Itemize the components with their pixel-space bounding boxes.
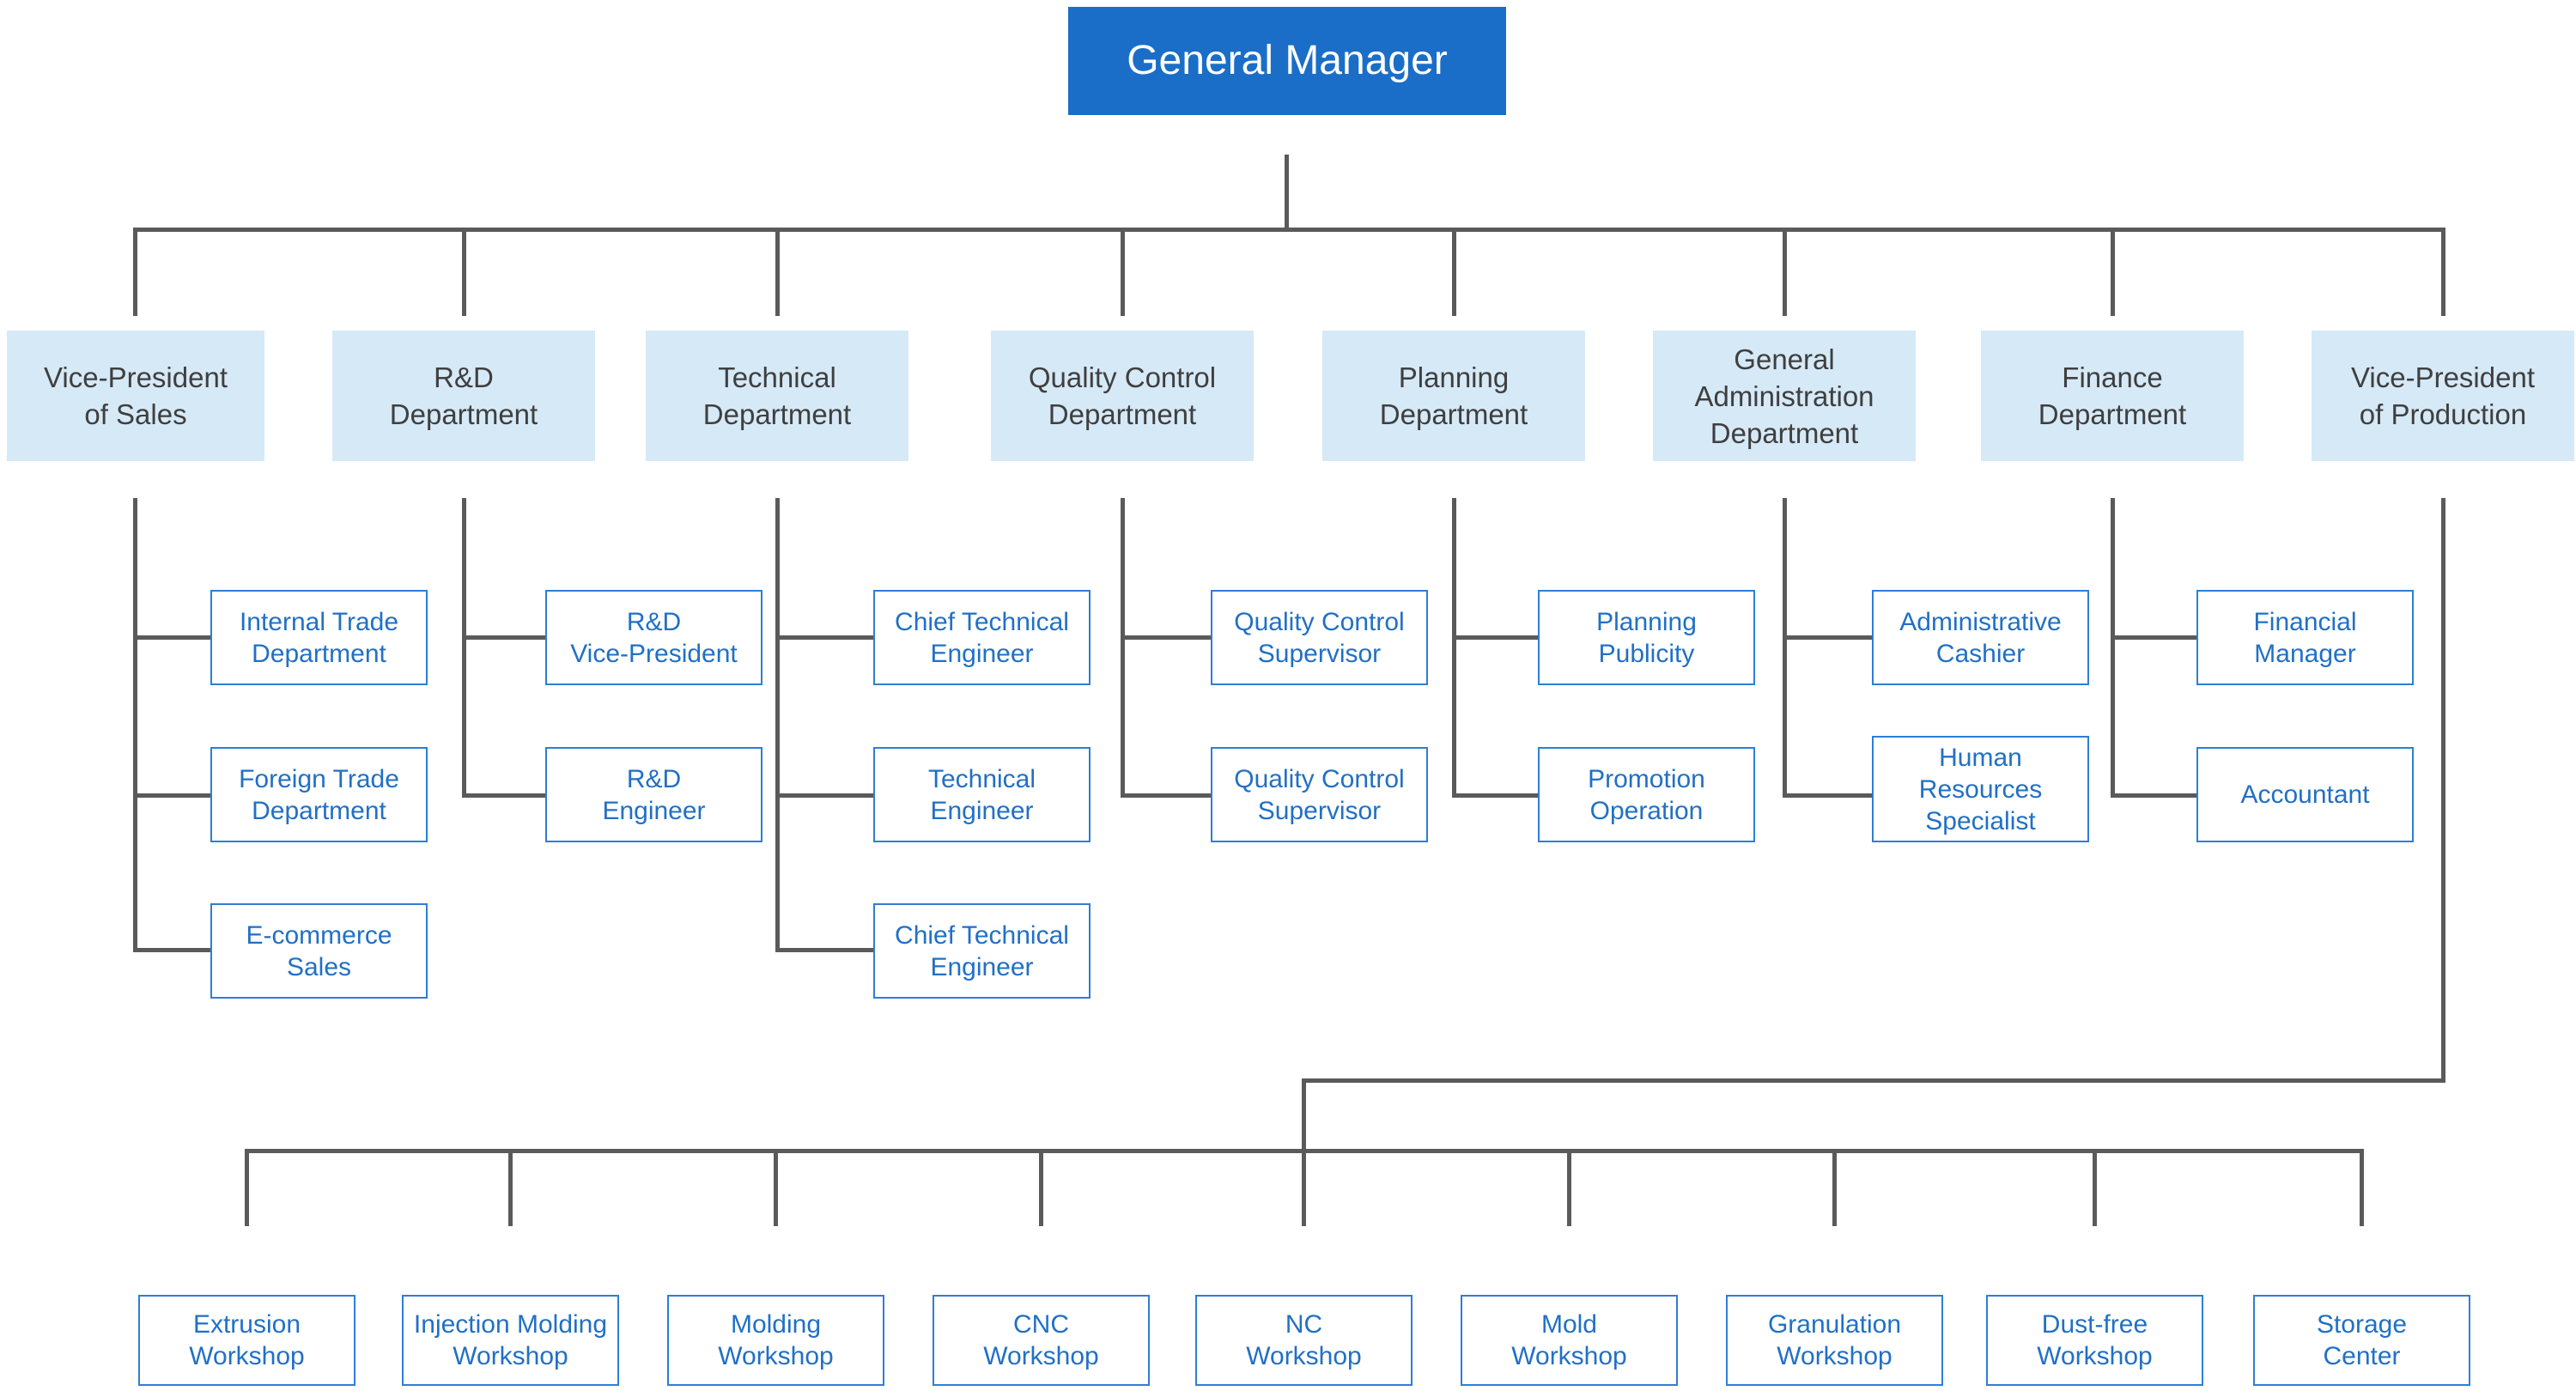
connector-root-drop bbox=[1285, 155, 1289, 229]
connector-col4-vertical bbox=[1121, 498, 1125, 798]
node-cnc-workshop: CNC Workshop bbox=[933, 1295, 1150, 1386]
connector-workshop-drop-3 bbox=[774, 1149, 778, 1226]
connector-workshop-drop-7 bbox=[1832, 1149, 1837, 1226]
node-general-administration-department: General Administration Department bbox=[1653, 331, 1916, 461]
connector-workshop-drop-1 bbox=[245, 1149, 249, 1226]
connector-col2-vertical bbox=[462, 498, 466, 798]
node-nc-workshop: NC Workshop bbox=[1195, 1295, 1413, 1386]
connector-workshop-drop-5 bbox=[1302, 1149, 1306, 1226]
connector-col7-vertical bbox=[2111, 498, 2115, 798]
connector-dept-drop-7 bbox=[2111, 228, 2115, 316]
node-injection-molding-workshop: Injection Molding Workshop bbox=[402, 1295, 619, 1386]
node-vice-president-of-production: Vice-President of Production bbox=[2312, 331, 2574, 461]
node-dust-free-workshop: Dust-free Workshop bbox=[1986, 1295, 2203, 1386]
connector-production-horizontal bbox=[1302, 1078, 2445, 1083]
node-extrusion-workshop: Extrusion Workshop bbox=[138, 1295, 355, 1386]
connector-workshop-drop-9 bbox=[2360, 1149, 2364, 1226]
connector-col3-stub-row2 bbox=[775, 793, 873, 798]
node-chief-technical-engineer-2: Chief Technical Engineer bbox=[873, 903, 1091, 999]
connector-workshop-drop-4 bbox=[1039, 1149, 1043, 1226]
node-technical-engineer: Technical Engineer bbox=[873, 747, 1091, 842]
connector-dept-drop-6 bbox=[1783, 228, 1787, 316]
node-rd-vice-president: R&D Vice-President bbox=[545, 590, 762, 685]
connector-col4-stub-row1 bbox=[1121, 635, 1211, 640]
node-chief-technical-engineer-1: Chief Technical Engineer bbox=[873, 590, 1091, 685]
node-promotion-operation: Promotion Operation bbox=[1538, 747, 1755, 842]
connector-dept-drop-1 bbox=[133, 228, 137, 316]
node-vice-president-of-sales: Vice-President of Sales bbox=[7, 331, 264, 461]
connector-col3-stub-row1 bbox=[775, 635, 873, 640]
connector-production-drop bbox=[1302, 1078, 1306, 1153]
connector-workshop-drop-8 bbox=[2093, 1149, 2097, 1226]
node-financial-manager: Financial Manager bbox=[2196, 590, 2414, 685]
node-technical-department: Technical Department bbox=[646, 331, 908, 461]
node-granulation-workshop: Granulation Workshop bbox=[1726, 1295, 1943, 1386]
connector-col6-vertical bbox=[1783, 498, 1787, 798]
node-planning-publicity: Planning Publicity bbox=[1538, 590, 1755, 685]
connector-col1-stub-row3 bbox=[133, 948, 210, 952]
node-e-commerce-sales: E-commerce Sales bbox=[210, 903, 428, 999]
connector-col1-stub-row2 bbox=[133, 793, 210, 798]
connector-production-vertical bbox=[2441, 498, 2445, 1083]
connector-dept-drop-2 bbox=[462, 228, 466, 316]
node-quality-control-department: Quality Control Department bbox=[991, 331, 1254, 461]
connector-col5-stub-row1 bbox=[1452, 635, 1538, 640]
node-molding-workshop: Molding Workshop bbox=[667, 1295, 884, 1386]
connector-col3-stub-row3 bbox=[775, 948, 873, 952]
node-rd-department: R&D Department bbox=[332, 331, 595, 461]
connector-col7-stub-row2 bbox=[2111, 793, 2196, 798]
connector-col3-vertical bbox=[775, 498, 780, 952]
connector-col6-stub-row1 bbox=[1783, 635, 1872, 640]
connector-col4-stub-row2 bbox=[1121, 793, 1211, 798]
node-human-resources-specialist: Human Resources Specialist bbox=[1872, 736, 2089, 842]
connector-col1-stub-row1 bbox=[133, 635, 210, 640]
node-quality-control-supervisor-1: Quality Control Supervisor bbox=[1211, 590, 1428, 685]
connector-col5-vertical bbox=[1452, 498, 1456, 798]
node-general-manager: General Manager bbox=[1068, 7, 1506, 115]
node-foreign-trade-department: Foreign Trade Department bbox=[210, 747, 428, 842]
node-mold-workshop: Mold Workshop bbox=[1461, 1295, 1678, 1386]
node-administrative-cashier: Administrative Cashier bbox=[1872, 590, 2089, 685]
node-accountant: Accountant bbox=[2196, 747, 2414, 842]
connector-col7-stub-row1 bbox=[2111, 635, 2196, 640]
connector-col2-stub-row2 bbox=[462, 793, 545, 798]
node-quality-control-supervisor-2: Quality Control Supervisor bbox=[1211, 747, 1428, 842]
node-internal-trade-department: Internal Trade Department bbox=[210, 590, 428, 685]
connector-workshop-drop-6 bbox=[1567, 1149, 1571, 1226]
connector-dept-drop-3 bbox=[775, 228, 780, 316]
connector-dept-drop-5 bbox=[1452, 228, 1456, 316]
node-finance-department: Finance Department bbox=[1981, 331, 2244, 461]
node-storage-center: Storage Center bbox=[2253, 1295, 2470, 1386]
node-rd-engineer: R&D Engineer bbox=[545, 747, 762, 842]
connector-dept-drop-8 bbox=[2441, 228, 2445, 316]
connector-dept-drop-4 bbox=[1121, 228, 1125, 316]
connector-col1-vertical bbox=[133, 498, 137, 952]
connector-col2-stub-row1 bbox=[462, 635, 545, 640]
connector-col6-stub-row2 bbox=[1783, 793, 1872, 798]
connector-col5-stub-row2 bbox=[1452, 793, 1538, 798]
node-planning-department: Planning Department bbox=[1322, 331, 1585, 461]
connector-level1-bus bbox=[133, 228, 2445, 232]
connector-workshop-drop-2 bbox=[508, 1149, 513, 1226]
